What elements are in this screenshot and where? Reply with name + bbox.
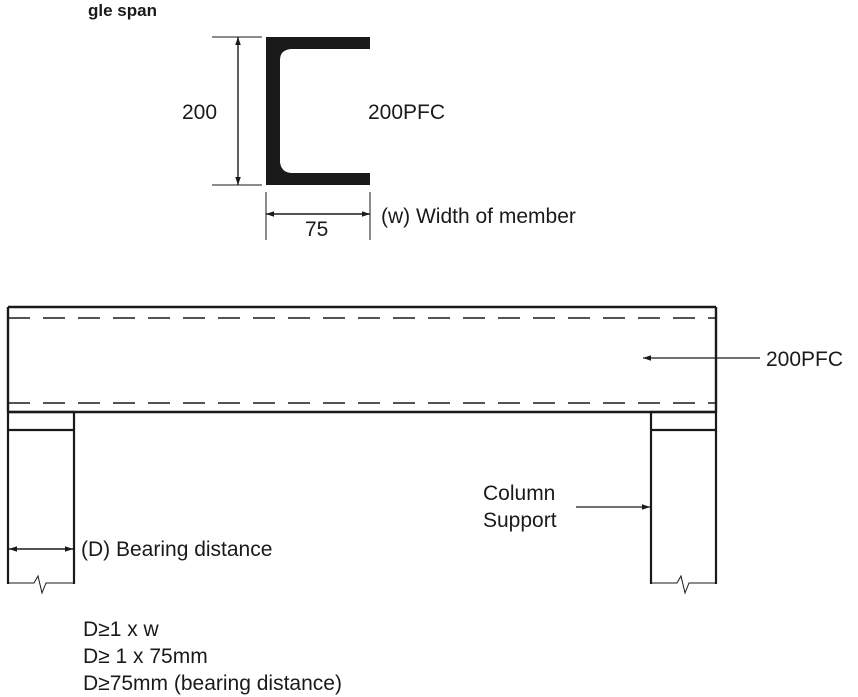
column-label-line2: Support xyxy=(483,509,557,532)
bearing-label: (D) Bearing distance xyxy=(81,538,272,561)
right-column xyxy=(649,410,718,595)
width-label: (w) Width of member xyxy=(381,205,576,228)
left-column xyxy=(6,410,76,595)
right-break-line xyxy=(651,574,716,595)
left-break-line xyxy=(8,574,74,595)
pfc-cross-section: 200 200PFC 75 (w) Width of member xyxy=(182,36,576,241)
beam-label: 200PFC xyxy=(766,348,843,371)
column-label-line1: Column xyxy=(483,482,555,505)
formula-block: D≥1 x w D≥ 1 x 75mm D≥75mm (bearing dist… xyxy=(83,618,342,695)
height-dimension-text: 200 xyxy=(182,101,217,124)
section-name: 200PFC xyxy=(368,101,445,124)
beam-elevation: 200PFC Column Support (D) Bearing distan… xyxy=(6,305,843,595)
flange-dimension-text: 75 xyxy=(305,218,328,241)
channel-profile xyxy=(266,37,370,185)
formula-line: D≥1 x w xyxy=(83,618,160,641)
header-title: gle span xyxy=(88,1,157,20)
formula-line: D≥75mm (bearing distance) xyxy=(83,672,342,695)
formula-line: D≥ 1 x 75mm xyxy=(83,645,208,668)
